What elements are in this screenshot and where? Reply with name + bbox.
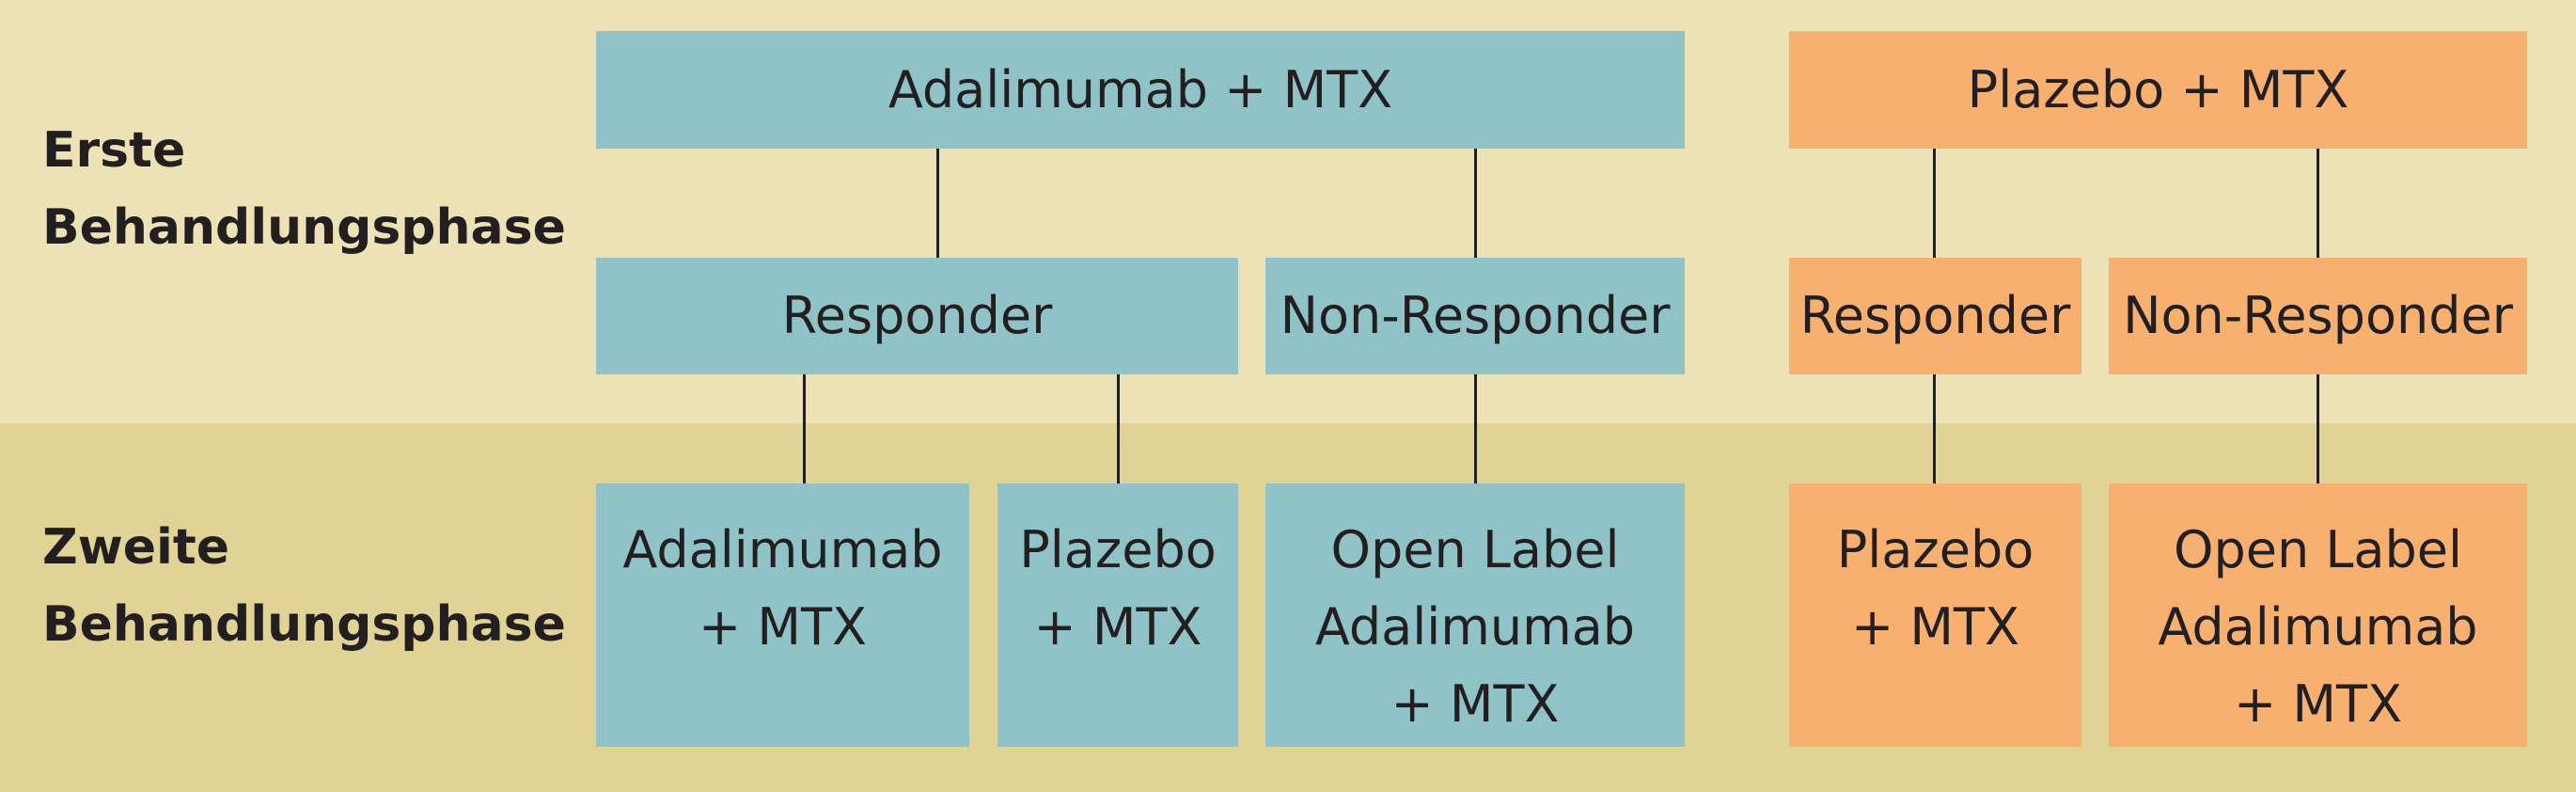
- adalimumab-responder-label: Responder: [781, 286, 1053, 345]
- first-phase-label: Erste Behandlungsphase: [42, 122, 566, 256]
- adalimumab-responder-continue-label: Adalimumab + MTX: [622, 520, 943, 657]
- placebo-arm-header: Plazebo + MTX: [1789, 31, 2527, 149]
- adalimumab-non-responder-label: Non-Responder: [1280, 286, 1671, 345]
- adalimumab-responder-continue-box: Adalimumab + MTX: [596, 483, 969, 747]
- placebo-responder-continue-label: Plazebo + MTX: [1836, 520, 2034, 657]
- second-phase-label: Zweite Behandlungsphase: [42, 519, 566, 653]
- placebo-openlabel-box: Open Label Adalimumab + MTX: [2109, 483, 2527, 747]
- connector-pla-responder-to-continue: [1933, 374, 1936, 483]
- connector-ada-header-to-responder: [936, 149, 939, 258]
- connector-ada-responder-to-switch: [1117, 374, 1120, 483]
- adalimumab-responder-switch-label: Plazebo + MTX: [1019, 520, 1217, 657]
- adalimumab-responder-box: Responder: [596, 258, 1238, 374]
- placebo-arm-header-label: Plazebo + MTX: [1967, 59, 2349, 119]
- placebo-openlabel-label: Open Label Adalimumab + MTX: [2158, 520, 2478, 734]
- connector-ada-non-responder-to-openlabel: [1474, 374, 1477, 483]
- adalimumab-openlabel-box: Open Label Adalimumab + MTX: [1265, 483, 1685, 747]
- adalimumab-non-responder-box: Non-Responder: [1265, 258, 1685, 374]
- adalimumab-openlabel-label: Open Label Adalimumab + MTX: [1314, 520, 1636, 734]
- placebo-non-responder-box: Non-Responder: [2109, 258, 2527, 374]
- connector-pla-non-responder-to-openlabel: [2317, 374, 2319, 483]
- connector-ada-responder-to-continue: [803, 374, 806, 483]
- adalimumab-responder-switch-box: Plazebo + MTX: [997, 483, 1238, 747]
- connector-pla-header-to-responder: [1933, 149, 1936, 258]
- placebo-responder-label: Responder: [1799, 286, 2071, 345]
- connector-pla-header-to-non-responder: [2317, 149, 2319, 258]
- adalimumab-arm-header: Adalimumab + MTX: [596, 31, 1685, 149]
- placebo-responder-box: Responder: [1789, 258, 2081, 374]
- placebo-non-responder-label: Non-Responder: [2123, 286, 2513, 345]
- connector-ada-header-to-non-responder: [1474, 149, 1477, 258]
- placebo-responder-continue-box: Plazebo + MTX: [1789, 483, 2081, 747]
- adalimumab-arm-header-label: Adalimumab + MTX: [887, 59, 1393, 119]
